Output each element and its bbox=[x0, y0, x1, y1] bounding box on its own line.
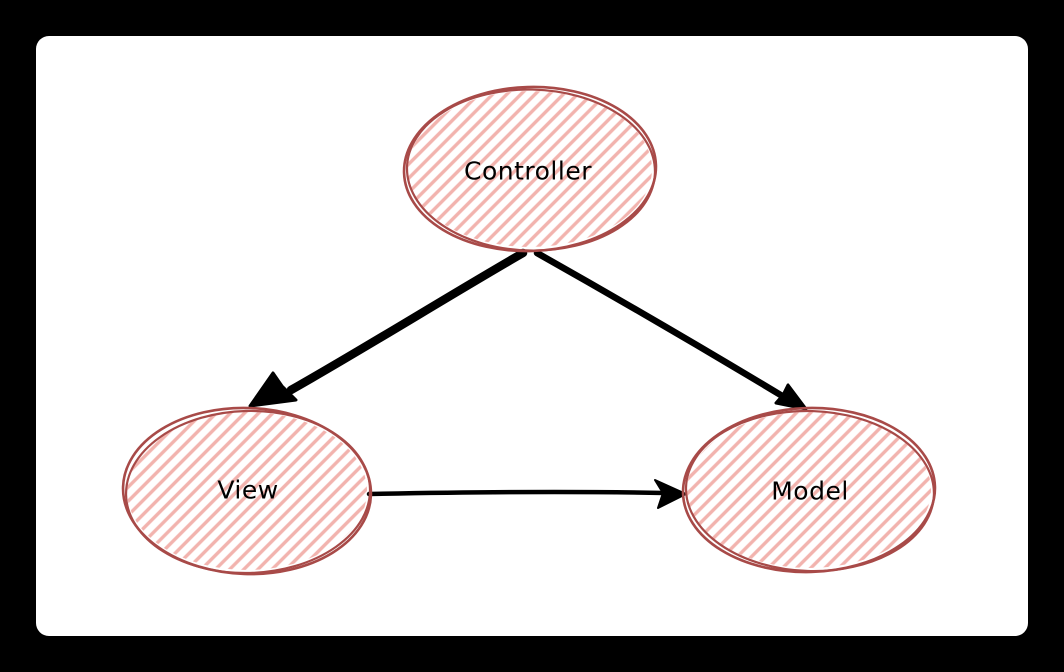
arrow-view-to-model-line bbox=[366, 489, 667, 497]
node-view-outline-second-pass bbox=[124, 409, 372, 575]
arrow-controller-to-model-line bbox=[533, 249, 788, 401]
node-controller[interactable]: Controller bbox=[401, 83, 658, 255]
node-view-hatch-fill bbox=[127, 412, 367, 570]
node-model-label: Model bbox=[771, 477, 849, 506]
node-controller-outline-second-pass bbox=[405, 88, 657, 252]
node-view[interactable]: View bbox=[120, 404, 374, 579]
arrow-controller-to-view-line bbox=[286, 248, 528, 395]
arrow-view-to-model[interactable] bbox=[366, 479, 687, 509]
arrow-controller-to-view[interactable] bbox=[248, 248, 528, 408]
node-model-outline-second-pass bbox=[684, 409, 936, 573]
node-view-label: View bbox=[217, 476, 278, 505]
node-model-hatch-fill bbox=[687, 412, 931, 568]
node-controller-hatch-fill bbox=[408, 91, 652, 247]
arrow-view-to-model-head bbox=[654, 479, 687, 509]
arrow-controller-to-model-head bbox=[774, 383, 808, 411]
node-model[interactable]: Model bbox=[681, 405, 937, 576]
node-controller-label: Controller bbox=[464, 157, 592, 186]
arrow-controller-to-view-head bbox=[248, 371, 298, 408]
arrow-controller-to-model[interactable] bbox=[533, 249, 808, 411]
